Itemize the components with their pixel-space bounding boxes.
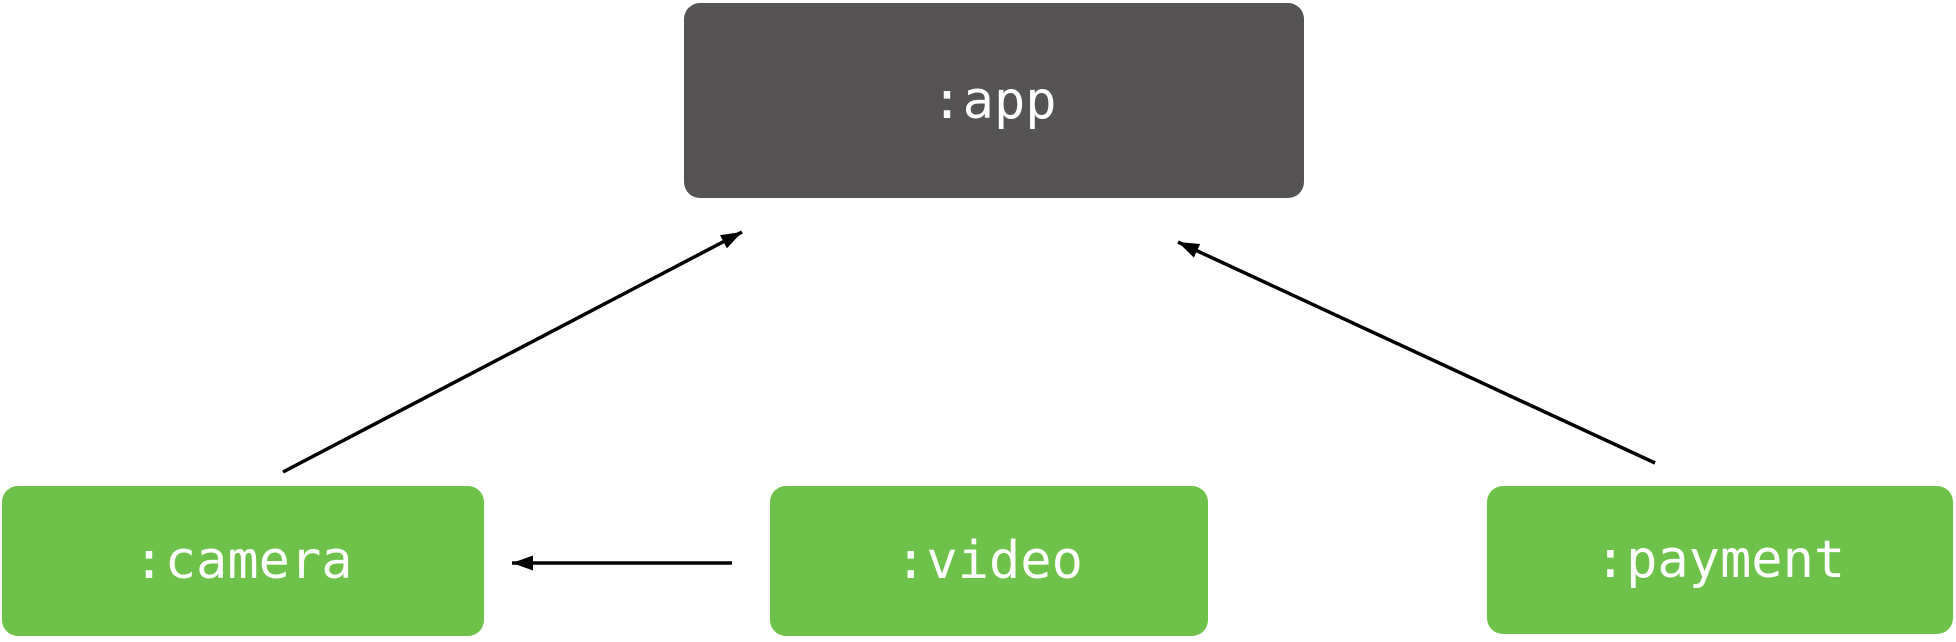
node-video-label: :video — [895, 531, 1083, 591]
node-camera-label: :camera — [133, 531, 353, 591]
node-video: :video — [770, 486, 1208, 636]
node-payment-label: :payment — [1594, 530, 1846, 590]
node-app-label: :app — [931, 70, 1057, 131]
edge-camera-to-app — [282, 230, 743, 474]
node-payment: :payment — [1487, 486, 1953, 634]
edge-payment-to-app — [1177, 240, 1656, 465]
node-app: :app — [684, 3, 1304, 198]
node-camera: :camera — [2, 486, 484, 636]
